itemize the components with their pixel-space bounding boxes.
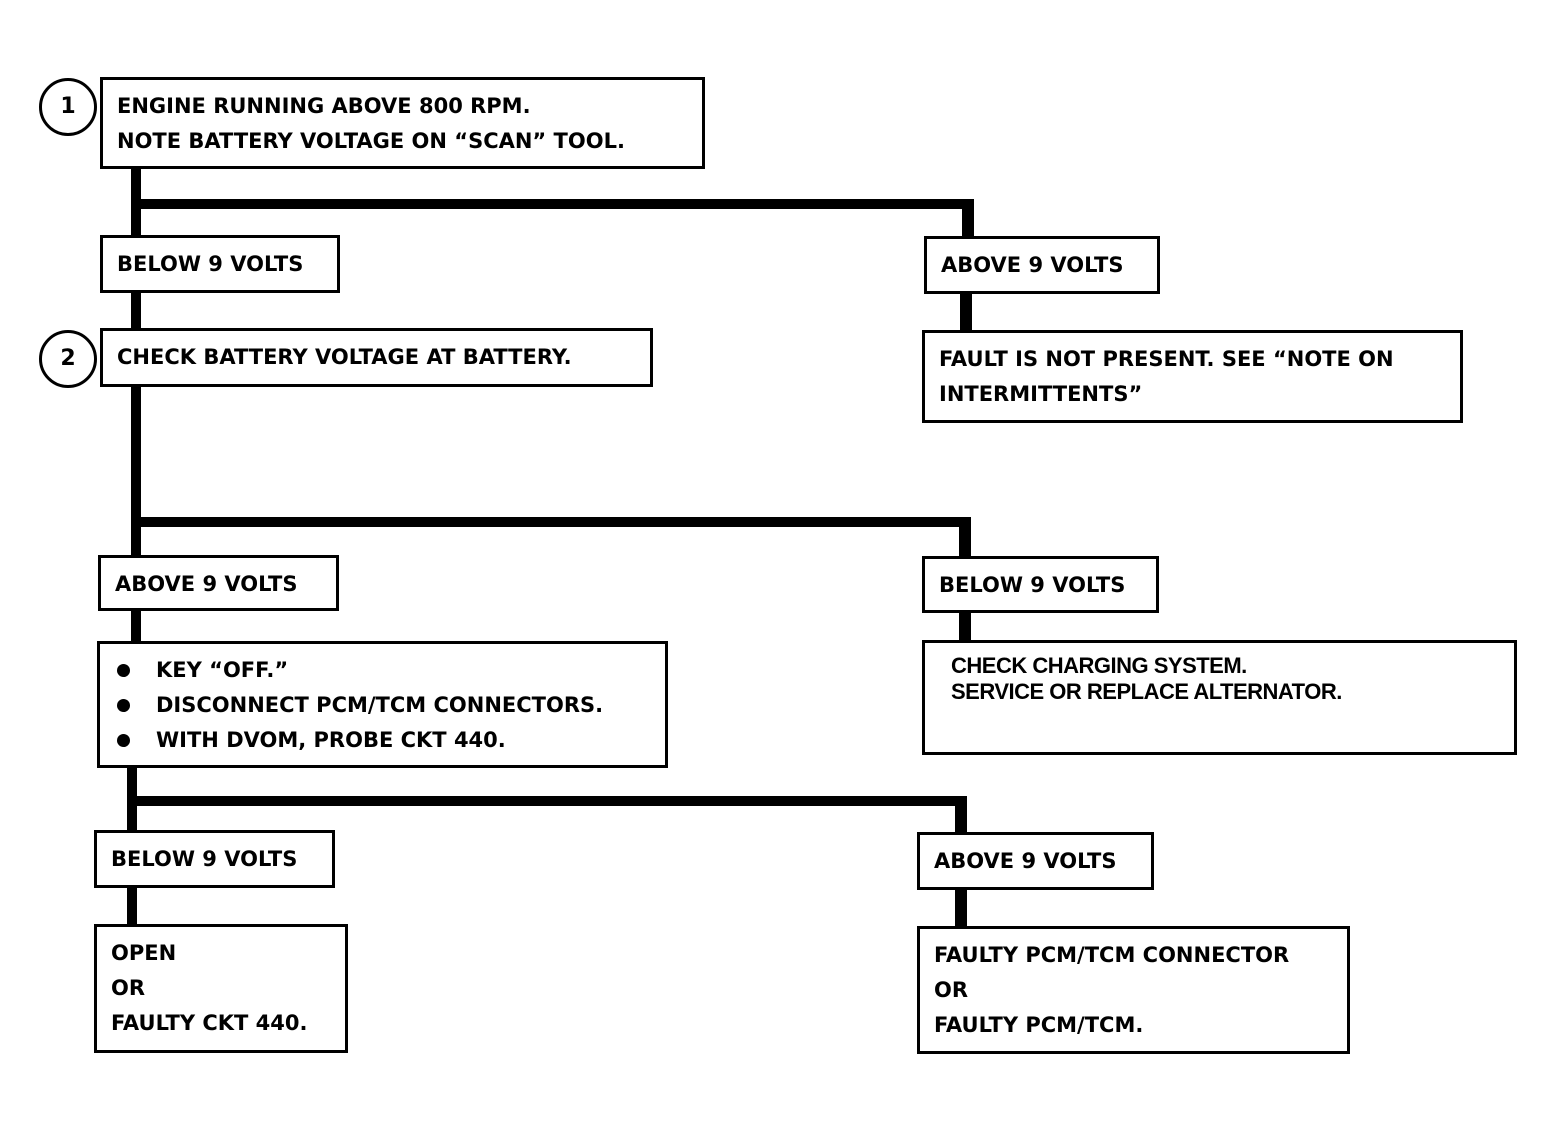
level2-right-label-box: BELOW 9 VOLTS [922, 556, 1159, 613]
action-item: KEY “OFF.” [114, 653, 665, 688]
connector-line [962, 199, 974, 241]
connector-line [959, 517, 971, 559]
level3-left-result-line: OR [111, 976, 146, 1000]
connector-line [960, 290, 972, 335]
step1-instruction-box: ENGINE RUNNING ABOVE 800 RPM. NOTE BATTE… [100, 77, 705, 169]
level2-action-list: KEY “OFF.” DISCONNECT PCM/TCM CONNECTORS… [97, 641, 668, 768]
step1-line: NOTE BATTERY VOLTAGE ON “SCAN” TOOL. [117, 129, 625, 153]
connector-line [959, 609, 971, 644]
bullet-icon [117, 664, 130, 677]
action-item: DISCONNECT PCM/TCM CONNECTORS. [114, 688, 665, 723]
level1-result-line: FAULT IS NOT PRESENT. SEE “NOTE ON [939, 347, 1394, 371]
level2-right-result-box: CHECK CHARGING SYSTEM. SERVICE OR REPLAC… [922, 640, 1517, 755]
step-number-1: 1 [39, 78, 97, 136]
level3-left-result-line: FAULTY CKT 440. [111, 1011, 308, 1035]
action-text: KEY “OFF.” [156, 658, 289, 682]
level3-right-label-box: ABOVE 9 VOLTS [917, 832, 1154, 890]
connector-line [131, 607, 141, 645]
level3-left-result-line: OPEN [111, 941, 177, 965]
action-text: WITH DVOM, PROBE CKT 440. [156, 728, 506, 752]
connector-line [131, 517, 971, 527]
connector-line [127, 885, 137, 927]
step1-line: ENGINE RUNNING ABOVE 800 RPM. [117, 94, 531, 118]
step-number-2: 2 [39, 330, 97, 388]
connector-line [127, 796, 967, 806]
level3-left-label-box: BELOW 9 VOLTS [94, 830, 335, 888]
connector-line [131, 383, 141, 560]
level3-right-result-line: FAULTY PCM/TCM CONNECTOR [934, 943, 1290, 967]
level3-right-result-box: FAULTY PCM/TCM CONNECTOR OR FAULTY PCM/T… [917, 926, 1350, 1054]
level1-right-result-box: FAULT IS NOT PRESENT. SEE “NOTE ON INTER… [922, 330, 1463, 423]
connector-line [955, 796, 967, 836]
connector-line [131, 290, 141, 332]
level1-right-label-box: ABOVE 9 VOLTS [924, 236, 1160, 294]
connector-line [955, 887, 967, 929]
action-text: DISCONNECT PCM/TCM CONNECTORS. [156, 693, 604, 717]
level2-left-label-box: ABOVE 9 VOLTS [98, 555, 339, 611]
bullet-icon [117, 699, 130, 712]
level2-result-line: SERVICE OR REPLACE ALTERNATOR. [951, 679, 1342, 704]
connector-line [131, 199, 974, 209]
level3-left-result-box: OPEN OR FAULTY CKT 440. [94, 924, 348, 1053]
level3-right-result-line: FAULTY PCM/TCM. [934, 1013, 1144, 1037]
bullet-icon [117, 734, 130, 747]
level1-left-label-box: BELOW 9 VOLTS [100, 235, 340, 293]
level2-result-line: CHECK CHARGING SYSTEM. [951, 653, 1247, 678]
action-item: WITH DVOM, PROBE CKT 440. [114, 723, 665, 758]
level1-result-line: INTERMITTENTS” [939, 382, 1143, 406]
step2-instruction-box: CHECK BATTERY VOLTAGE AT BATTERY. [100, 328, 653, 387]
level3-right-result-line: OR [934, 978, 969, 1002]
